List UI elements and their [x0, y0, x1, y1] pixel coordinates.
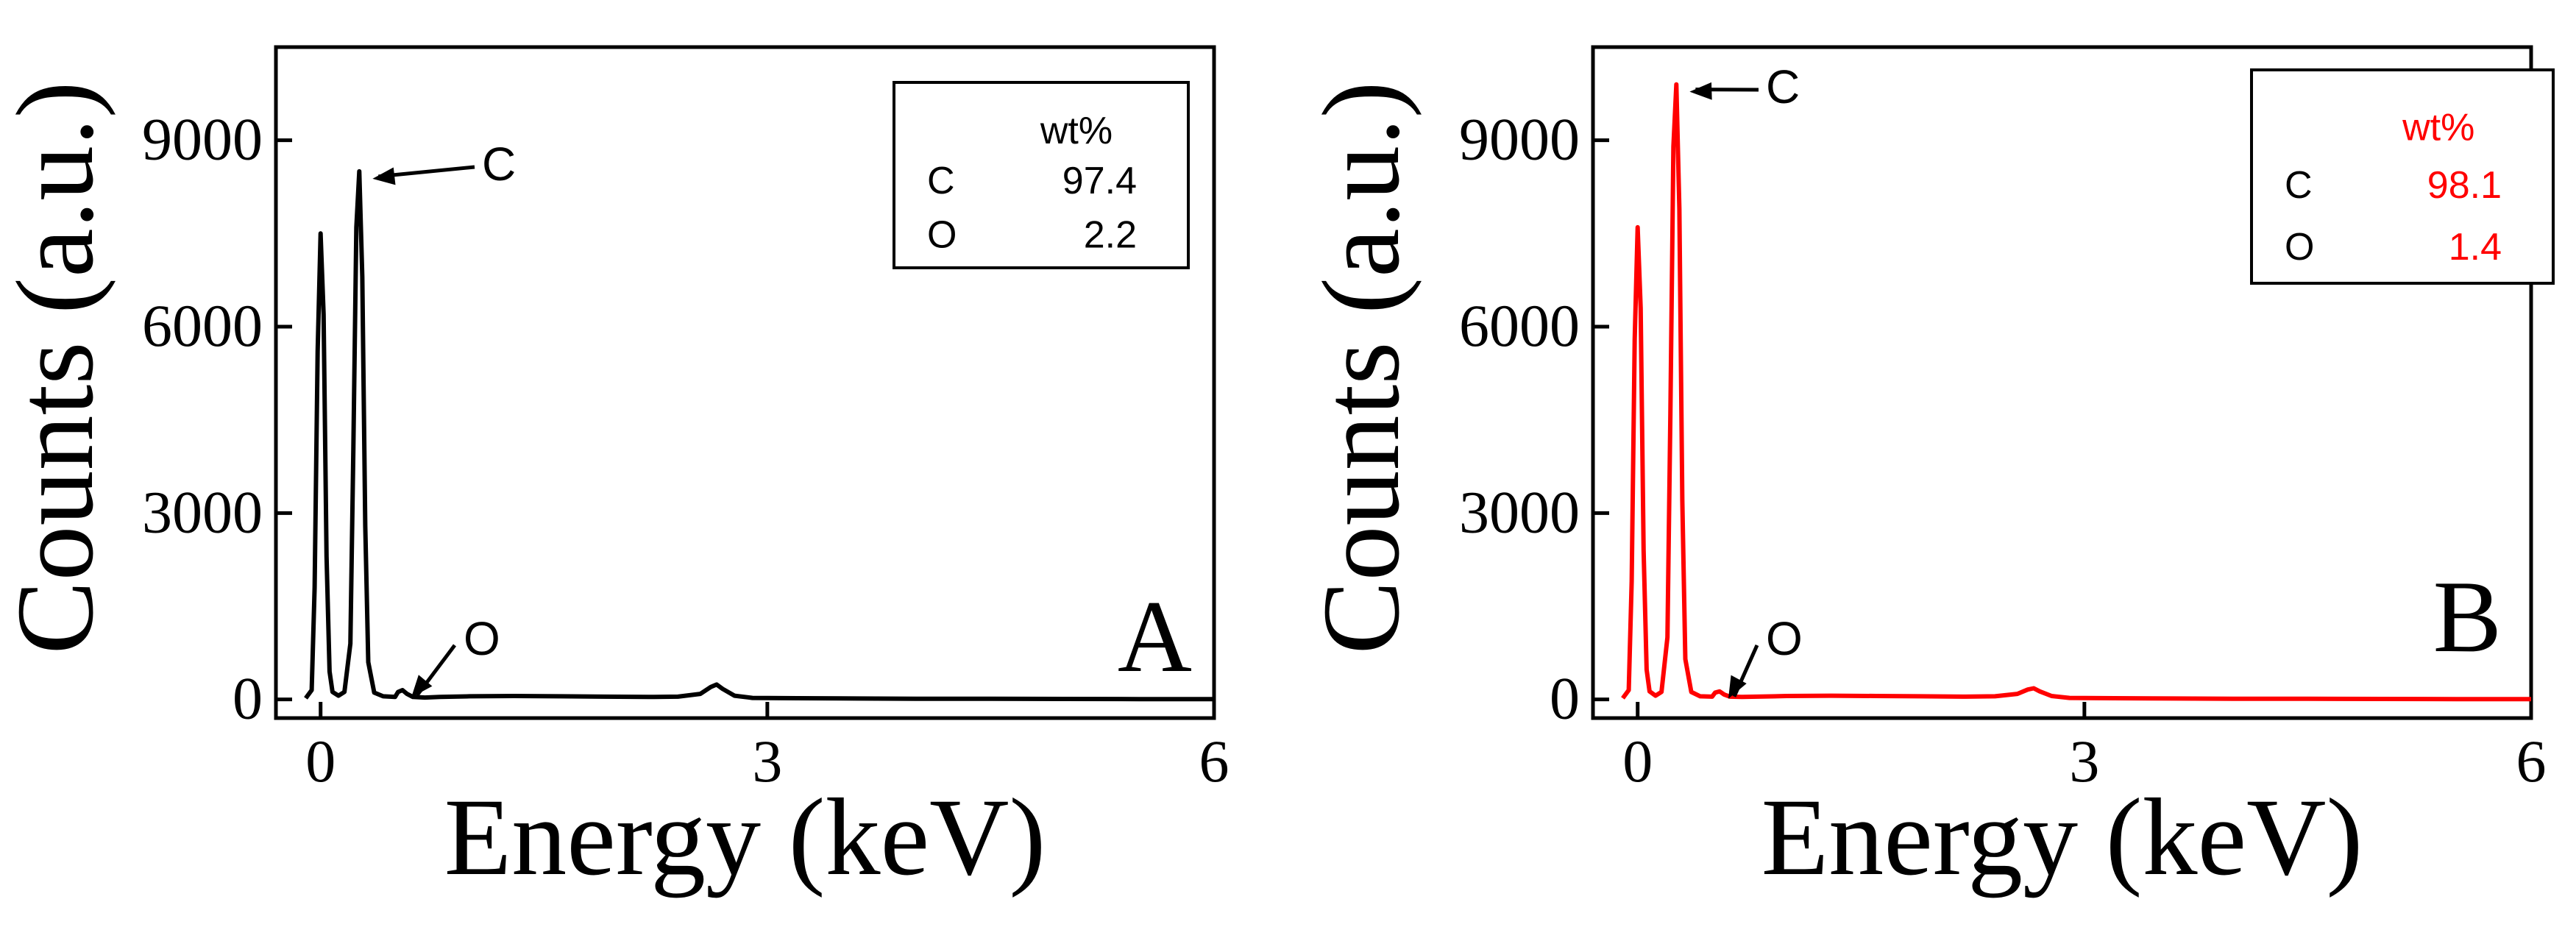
wt-value: 2.2 — [1084, 213, 1137, 256]
y-tick-label: 9000 — [142, 106, 263, 173]
peak-label: C — [482, 138, 516, 191]
peak-label: C — [1766, 60, 1800, 113]
wt-element-label: C — [927, 160, 955, 202]
y-tick-label: 3000 — [1459, 478, 1580, 545]
wt-percent-header: wt% — [1040, 110, 1113, 152]
x-axis-label: Energy (keV) — [1761, 776, 2363, 898]
wt-element-label: C — [2285, 164, 2313, 207]
x-tick-label: 6 — [2516, 728, 2547, 795]
x-tick-label: 0 — [305, 728, 336, 795]
wt-element-label: O — [2285, 226, 2314, 269]
wt-element-label: O — [927, 213, 957, 256]
y-tick-label: 0 — [1550, 665, 1580, 732]
peak-label: O — [464, 612, 500, 665]
y-tick-label: 6000 — [142, 292, 263, 359]
wt-percent-header: wt% — [2402, 107, 2474, 149]
y-axis-label: Counts (a.u.) — [1300, 81, 1422, 654]
y-tick-label: 3000 — [142, 478, 263, 545]
x-tick-label: 6 — [1199, 728, 1230, 795]
panel-label: B — [2433, 560, 2502, 674]
y-tick-label: 6000 — [1459, 292, 1580, 359]
y-axis-label: Counts (a.u.) — [0, 81, 116, 654]
peak-label: O — [1766, 612, 1803, 665]
panel-label: A — [1118, 580, 1192, 694]
annotation-arrow-head — [372, 168, 395, 185]
wt-value: 97.4 — [1062, 160, 1137, 202]
y-tick-label: 9000 — [1459, 106, 1580, 173]
annotation-arrow-head — [1689, 82, 1711, 100]
x-tick-label: 0 — [1622, 728, 1653, 795]
wt-value: 1.4 — [2449, 226, 2502, 269]
wt-value: 98.1 — [2427, 164, 2502, 207]
y-tick-label: 0 — [233, 665, 263, 732]
x-axis-label: Energy (keV) — [444, 776, 1046, 898]
